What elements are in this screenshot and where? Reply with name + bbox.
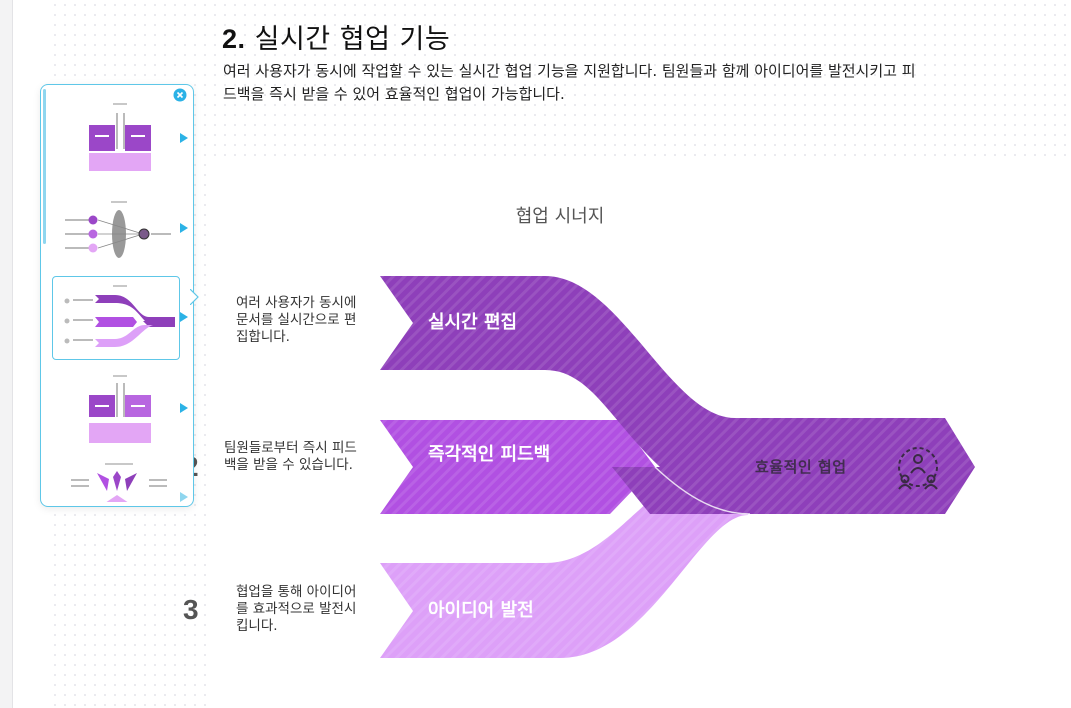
item-2-note: 팀원들로부터 즉시 피드백을 받을 수 있습니다. — [224, 440, 357, 473]
layout-thumbnail-5[interactable] — [52, 456, 180, 503]
thumbnail-1-arrow-icon[interactable] — [180, 133, 188, 143]
thumbnail-3-preview — [64, 285, 175, 347]
layout-thumbnail-4[interactable] — [52, 366, 180, 450]
result-label: 효율적인 협업 — [755, 458, 847, 476]
team-collaboration-icon — [898, 447, 938, 490]
page-title-number: 2. — [222, 24, 246, 54]
thumbnail-2-arrow-icon[interactable] — [180, 223, 188, 233]
thumbnail-5-arrow-icon[interactable] — [180, 492, 188, 502]
layout-thumbnail-2[interactable] — [52, 190, 180, 274]
thumbnail-4-preview — [89, 375, 151, 443]
diagram-title: 협업 시너지 — [515, 206, 605, 227]
page-title: 2. 실시간 협업 기능 — [222, 17, 450, 56]
layout-thumbnail-1[interactable] — [52, 96, 180, 180]
band-instant-feedback — [380, 420, 655, 514]
item-3-number: 3 — [183, 594, 199, 625]
band-realtime-editing — [380, 276, 975, 515]
item-3-label: 아이디어 발전 — [428, 600, 534, 621]
thumbnail-3-arrow-icon[interactable] — [180, 312, 188, 322]
item-1-label: 실시간 편집 — [428, 312, 518, 333]
band-idea-development — [380, 470, 770, 658]
panel-scrollbar[interactable] — [43, 89, 46, 244]
layout-thumbnail-3-selected[interactable] — [52, 276, 180, 360]
item-1-note: 여러 사용자가 동시에 문서를 실시간으로 편집합니다. — [236, 295, 357, 345]
page-title-text: 실시간 협업 기능 — [254, 24, 451, 55]
thumbnail-2-preview — [65, 201, 171, 258]
page-description: 여러 사용자가 동시에 작업할 수 있는 실시간 협업 기능을 지원합니다. 팀… — [223, 62, 916, 103]
item-2-label: 즉각적인 피드백 — [428, 444, 551, 465]
thumbnail-5-preview — [71, 463, 167, 502]
thumbnail-1-preview — [89, 103, 151, 171]
left-edge-strip — [0, 0, 13, 708]
thumbnail-4-arrow-icon[interactable] — [180, 403, 188, 413]
panel-pointer-notch — [190, 289, 199, 305]
close-circle-icon[interactable] — [173, 88, 187, 102]
item-3-note: 협업을 통해 아이디어를 효과적으로 발전시킵니다. — [236, 584, 357, 634]
